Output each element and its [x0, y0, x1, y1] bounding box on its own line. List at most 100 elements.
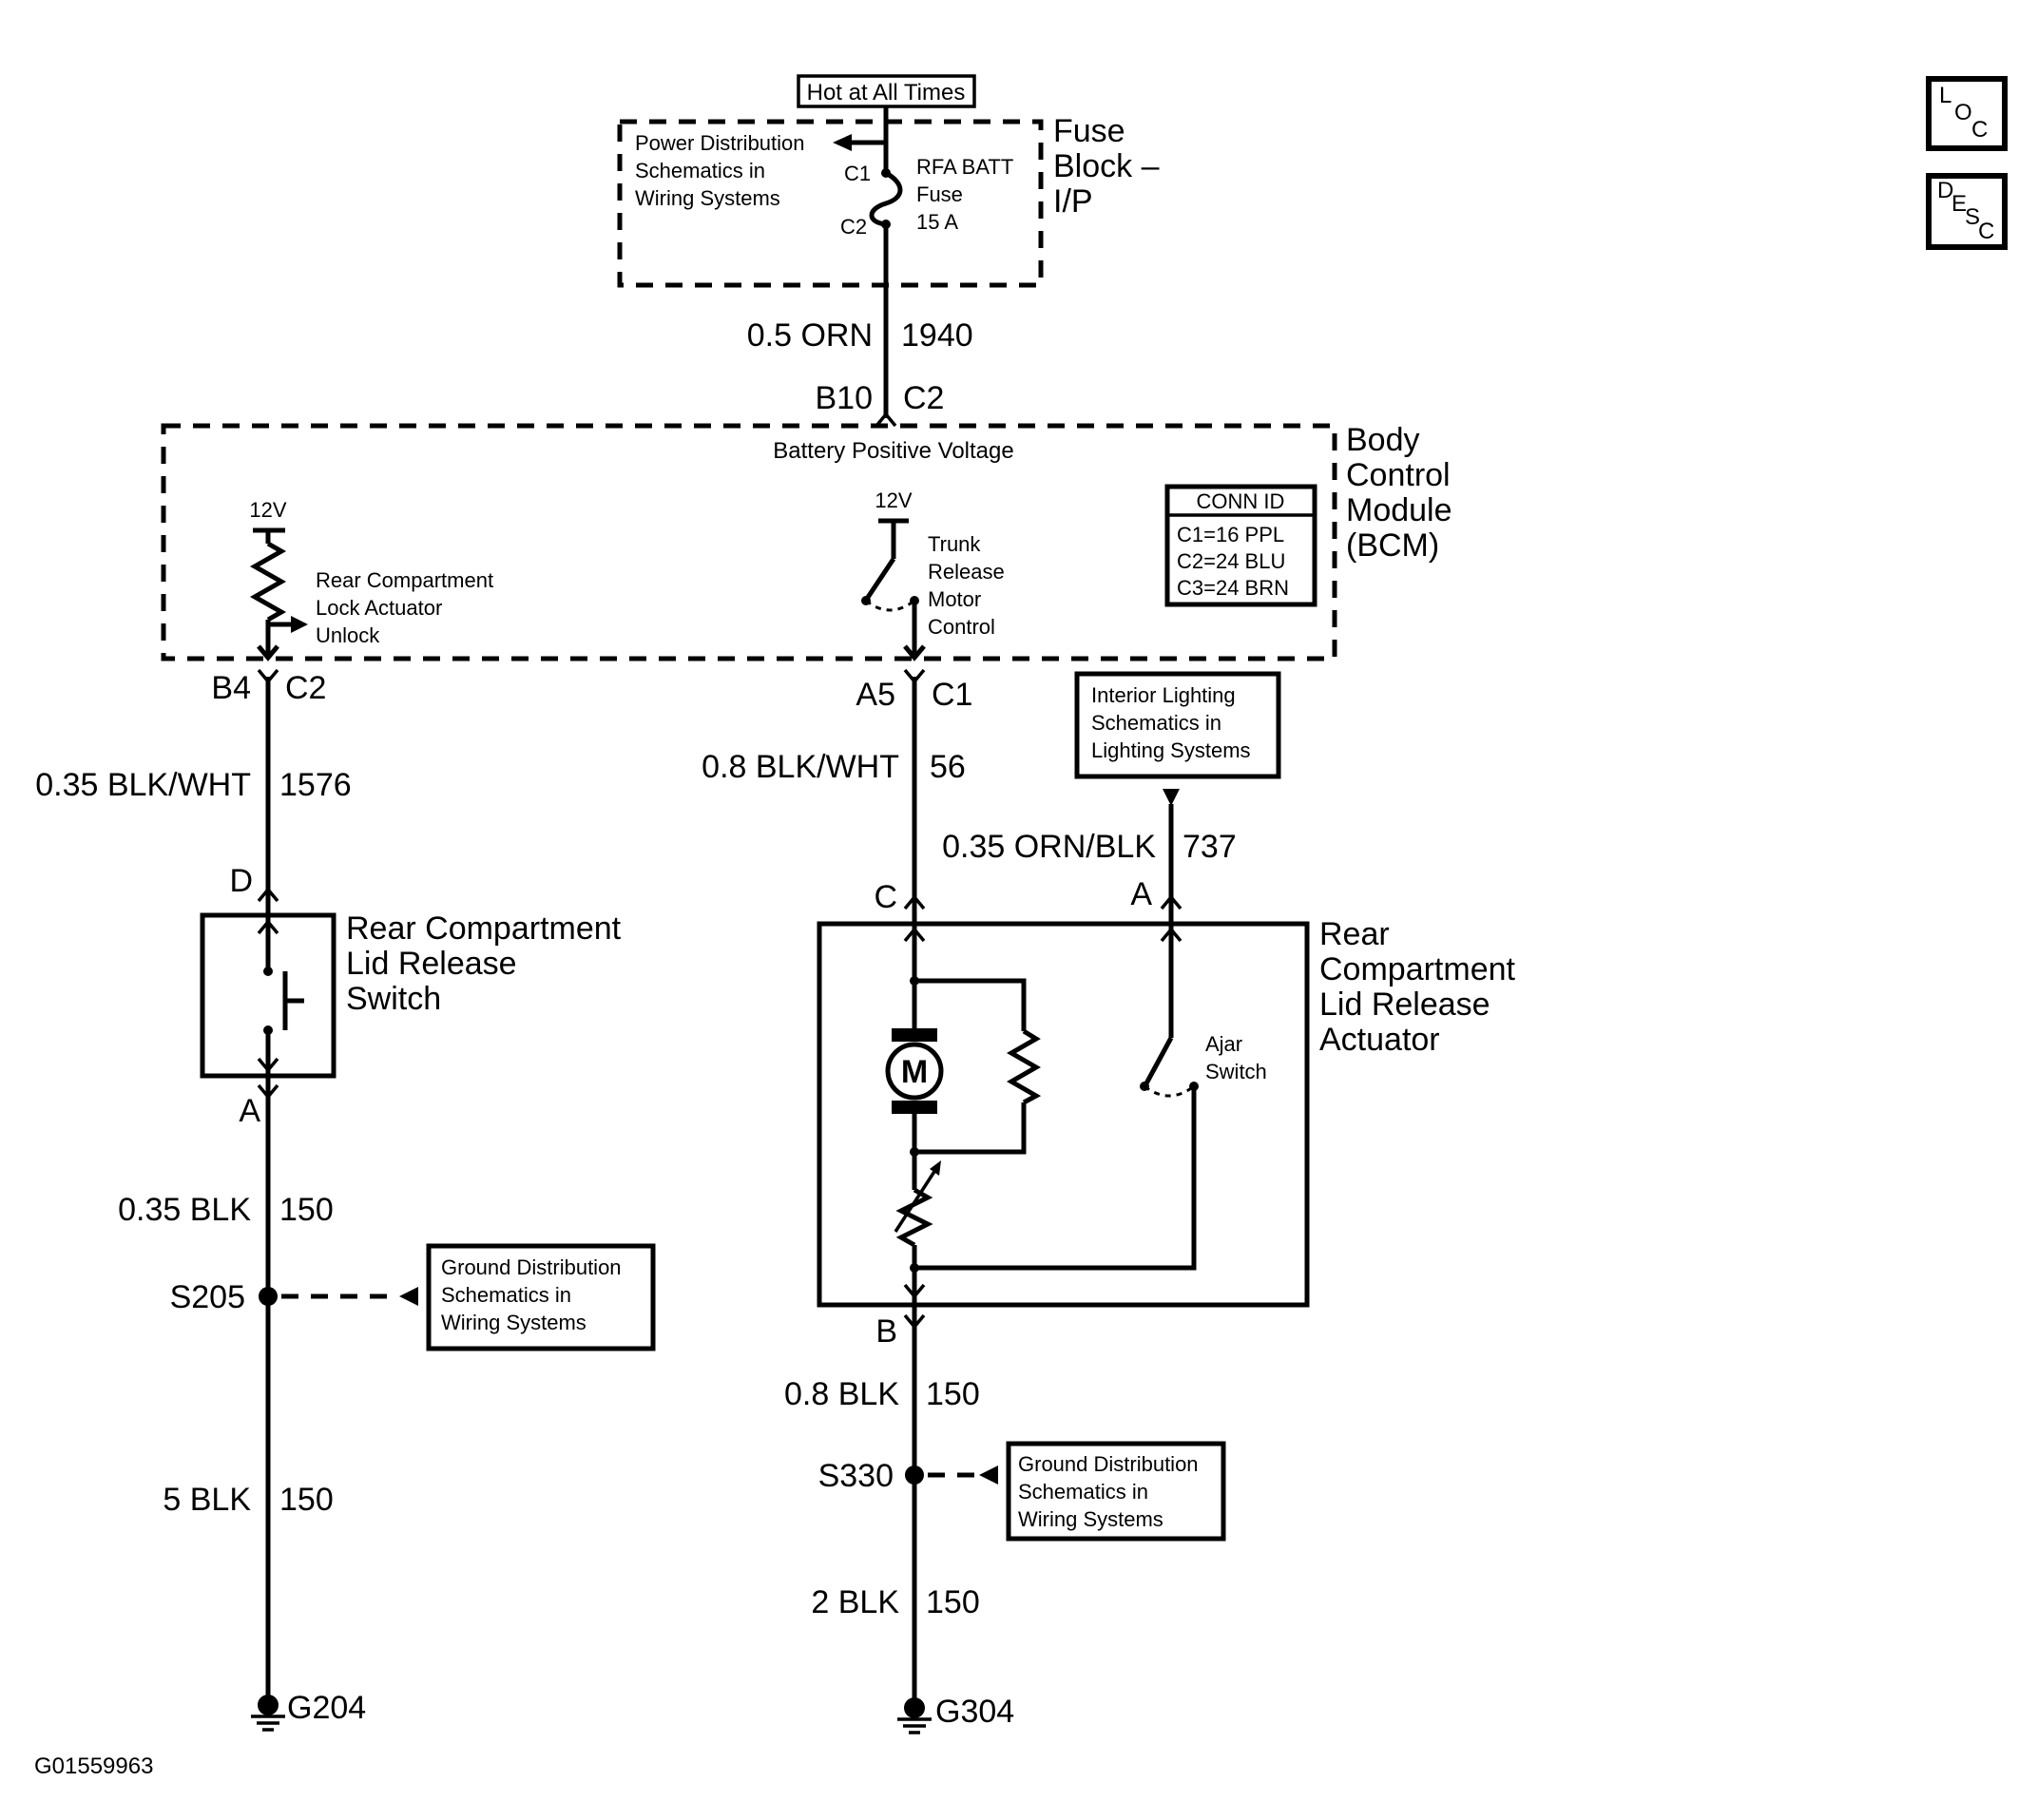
s330-ground-ref-box: [1006, 1441, 1226, 1542]
splice-s330-label: S330: [818, 1458, 894, 1494]
bcm-title-line4: (BCM): [1346, 527, 1439, 564]
bcm-left-12v: 12V: [249, 498, 286, 522]
thermistor-arrow-icon: [930, 1160, 941, 1176]
wire-150-left-circuit-a: 150: [279, 1192, 334, 1228]
power-dist-ref-line3: Wiring Systems: [635, 186, 780, 210]
loc-letter-c: C: [1971, 117, 1988, 143]
wire-150-left-circuit-b: 150: [279, 1482, 334, 1518]
s205-ref-arrow-icon: [399, 1287, 418, 1306]
ajar-switch-link: [1144, 1084, 1195, 1098]
right-pin-a5: A5: [856, 677, 895, 713]
figure-id: G01559963: [34, 1753, 153, 1779]
fuse-name-line2: Fuse: [916, 182, 963, 206]
ajar-switch-arrow-icon: [1160, 927, 1183, 943]
actuator-pin-a: A: [1130, 876, 1152, 912]
ground-g204-label: G204: [287, 1690, 366, 1726]
switch-inner-arrow-up-icon: [257, 919, 279, 935]
desc-letter-c: C: [1978, 219, 1994, 244]
trunk-switch-link: [865, 599, 915, 612]
loc-button[interactable]: L O C: [1926, 76, 2008, 151]
ground-g304-icon: [897, 1697, 932, 1734]
desc-icon[interactable]: [1926, 173, 2008, 250]
switch-label-line2: Lid Release: [346, 946, 517, 982]
s330-ref-arrow-icon: [979, 1466, 998, 1485]
conn-id-c1: C1=16 PPL: [1177, 523, 1284, 546]
trunk-release-line3: Motor: [928, 587, 981, 611]
desc-letter-s: S: [1965, 204, 1980, 230]
actuator-b-arrow-icon: [903, 1283, 926, 1299]
loc-letter-l: L: [1939, 83, 1952, 108]
bcm-conn-c2-top: C2: [903, 380, 944, 416]
actuator-label-line3: Lid Release: [1319, 987, 1490, 1023]
left-branch: B4 C2 0.35 BLK/WHT 1576 D Rear Compartme…: [35, 668, 656, 1732]
bcm-section: Battery Positive Voltage Body Control Mo…: [161, 422, 1452, 661]
suppressor-resistor-icon: [1006, 1028, 1042, 1105]
actuator-a-connector-icon: [1160, 894, 1183, 910]
conn-id-table: [1164, 484, 1317, 607]
wire-1576-gauge: 0.35 BLK/WHT: [35, 767, 251, 803]
wire-150-right-gauge-a: 0.8 BLK: [784, 1376, 899, 1412]
conn-id-c3: C3=24 BRN: [1177, 576, 1289, 600]
wire-150-left-gauge-a: 0.35 BLK: [118, 1192, 251, 1228]
bcm-pin-b10: B10: [816, 380, 874, 416]
wire-56-circuit: 56: [930, 749, 966, 785]
s330-ground-ref-line1: Ground Distribution: [1018, 1452, 1199, 1476]
motor-feed-arrow-icon: [903, 927, 926, 943]
fuse-c2-label: C2: [840, 215, 867, 239]
bcm-left-arrow-icon: [257, 644, 279, 661]
interior-ref-line1: Interior Lighting: [1091, 683, 1236, 707]
wire-737-gauge: 0.35 ORN/BLK: [942, 829, 1156, 865]
wire-150-right-circuit-a: 150: [926, 1376, 980, 1412]
desc-button[interactable]: D E S C: [1926, 173, 2008, 250]
lock-actuator-line2: Lock Actuator: [316, 596, 442, 620]
s330-ground-ref-line3: Wiring Systems: [1018, 1507, 1163, 1531]
connector-icon: [875, 412, 897, 428]
motor-node-bottom: [910, 1147, 919, 1157]
wire-150-right-gauge-b: 2 BLK: [811, 1584, 899, 1620]
s205-ground-ref-box: [426, 1243, 656, 1351]
motor-symbol-label: M: [901, 1054, 928, 1090]
s205-ground-ref-line1: Ground Distribution: [441, 1255, 622, 1279]
fuse-block-section: Hot at All Times Power Distribution Sche…: [617, 74, 1160, 428]
wire-150-left-gauge-b: 5 BLK: [163, 1482, 251, 1518]
bcm-right-12v: 12V: [875, 489, 912, 512]
bcm-title-line2: Control: [1346, 457, 1451, 493]
ajar-switch-label-line2: Switch: [1205, 1060, 1267, 1083]
hot-at-all-times-label: Hot at All Times: [807, 80, 966, 105]
actuator-c-connector-icon: [903, 894, 926, 910]
s330-ground-ref-line2: Schematics in: [1018, 1480, 1148, 1504]
fuse-block-boundary: [617, 119, 1044, 288]
bcm-boundary: [161, 423, 1337, 661]
fuse-name-line3: 15 A: [916, 210, 958, 234]
bcm-right-arrow-icon: [903, 644, 926, 661]
fuse-block-title-line2: Block –: [1053, 148, 1160, 184]
lid-release-actuator-box: [817, 921, 1310, 1308]
lock-actuator-line3: Unlock: [316, 623, 380, 647]
wire-56-gauge: 0.8 BLK/WHT: [702, 749, 899, 785]
bcm-bpv-label: Battery Positive Voltage: [773, 438, 1013, 464]
suppressor-wire-bottom: [914, 1102, 1027, 1155]
switch-label-line3: Switch: [346, 981, 441, 1017]
ground-g304-label: G304: [935, 1694, 1014, 1730]
fuse-name-line1: RFA BATT: [916, 155, 1013, 179]
switch-label-line1: Rear Compartment: [346, 910, 622, 947]
suppressor-wire-top: [914, 978, 1027, 1031]
power-dist-ref-line2: Schematics in: [635, 159, 765, 182]
power-dist-arrow-icon: [833, 134, 852, 151]
loc-icon[interactable]: [1926, 76, 2008, 151]
actuator-label-line1: Rear: [1319, 916, 1390, 952]
actuator-pin-c: C: [874, 879, 897, 915]
wire-737-circuit: 737: [1183, 829, 1237, 865]
fuse-icon: [869, 170, 903, 227]
fuse-c1-label: C1: [844, 162, 871, 185]
interior-ref-line2: Schematics in: [1091, 711, 1221, 735]
conn-id-c2: C2=24 BLU: [1177, 549, 1285, 573]
desc-letter-e: E: [1952, 191, 1967, 217]
conn-id-title: CONN ID: [1197, 489, 1285, 513]
ajar-switch-label-line1: Ajar: [1205, 1032, 1242, 1056]
motor-icon: [885, 1028, 944, 1114]
actuator-pin-b: B: [875, 1313, 897, 1350]
bcm-title-line3: Module: [1346, 492, 1452, 528]
fuse-block-title-line3: I/P: [1053, 183, 1093, 220]
